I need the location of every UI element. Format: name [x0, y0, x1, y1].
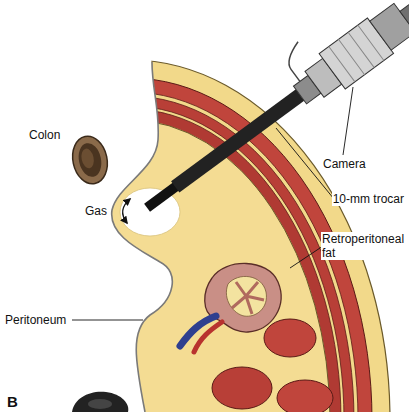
part-label: Gas	[84, 204, 108, 218]
gas-arrow	[123, 199, 130, 223]
colon	[68, 133, 111, 187]
kidney	[205, 263, 281, 332]
vertebra	[72, 392, 128, 412]
peritoneum-line	[112, 62, 173, 412]
laparoscope	[121, 0, 409, 225]
tissue-label: Peritoneum	[4, 313, 67, 327]
leader-lines	[72, 87, 353, 320]
panel-letter: B	[6, 393, 19, 410]
tissue-label: Retroperitoneal fat	[321, 232, 405, 260]
back-muscles	[212, 319, 333, 412]
renal-vessels	[180, 316, 222, 352]
part-label: Camera	[322, 157, 367, 171]
organ-label: Colon	[28, 128, 61, 142]
part-label: 10-mm trocar	[332, 192, 405, 206]
